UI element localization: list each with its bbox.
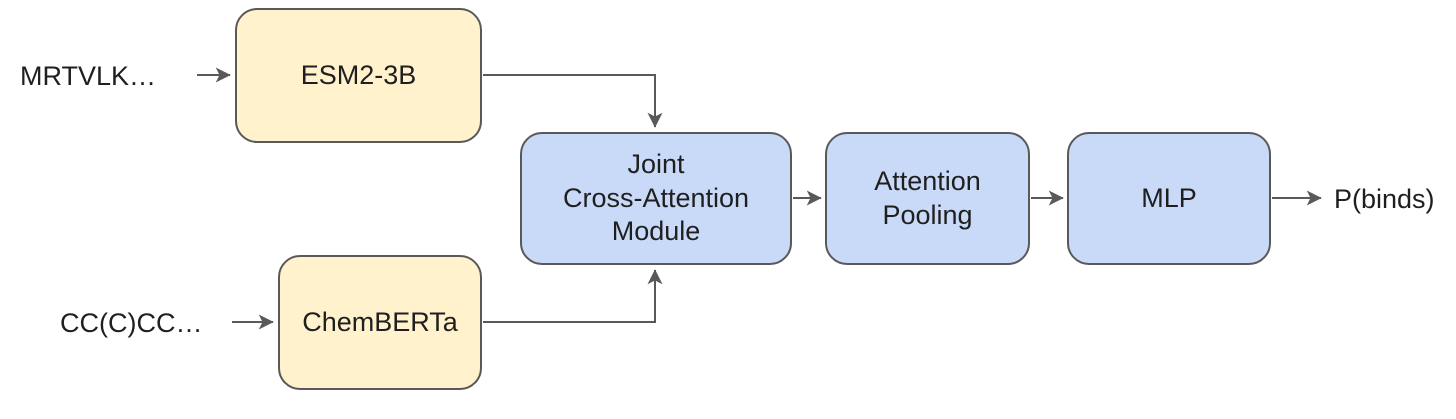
edge-esm2-to-joint xyxy=(483,74,663,128)
protein-sequence-input-label: MRTVLK… xyxy=(20,61,157,91)
esm2-3b-node: ESM2-3B xyxy=(235,8,482,143)
chemberta-node: ChemBERTa xyxy=(278,255,482,390)
joint-cross-attention-module-node: Joint Cross-Attention Module xyxy=(520,132,792,265)
attention-pooling-node: Attention Pooling xyxy=(825,132,1030,265)
output-probability-label: P(binds) xyxy=(1334,184,1435,214)
smiles-input-label: CC(C)CC… xyxy=(60,308,203,338)
edge-chemberta-to-joint xyxy=(483,269,663,323)
mlp-node: MLP xyxy=(1067,132,1271,265)
